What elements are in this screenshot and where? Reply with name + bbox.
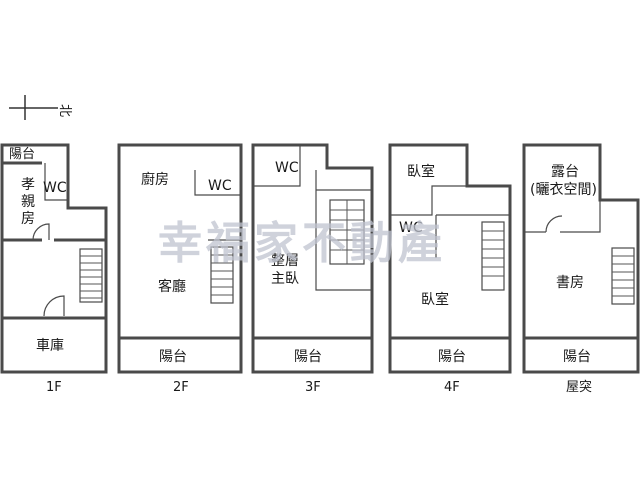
floor-4f-outline — [388, 143, 512, 374]
floor-4f-bedroom-label: 臥室 — [421, 291, 449, 308]
floor-3f-outline — [251, 143, 374, 374]
floor-4f-stair-room — [435, 214, 510, 258]
floor-4f-wc-label: WC — [399, 220, 423, 236]
floor-4f: 臥室 WC 臥室 陽台 4F — [388, 143, 512, 395]
floor-2f-balcony-label: 陽台 — [159, 349, 187, 365]
floor-2f: 廚房 WC 客廳 陽台 2F — [117, 143, 243, 395]
compass: 北 — [9, 95, 72, 120]
floor-3f-balcony-label: 陽台 — [294, 349, 322, 365]
floor-3f-master-label-line-1: 整層 — [271, 253, 299, 269]
floor-1f-balcony-label: 陽台 — [9, 147, 35, 162]
floor-3f-wc-wall — [253, 145, 301, 187]
floor-1f-filial-room-char-1: 孝 — [21, 177, 35, 193]
floor-roof-label: 屋突 — [566, 379, 592, 395]
floor-1f-filial-room-char-3: 房 — [21, 211, 35, 227]
watermark: 幸福家不動產 — [158, 218, 446, 269]
floor-4f-label: 4F — [444, 380, 460, 395]
floor-4f-inner-wall — [390, 185, 467, 216]
floor-roof-study-label: 書房 — [556, 275, 584, 291]
floor-2f-kitchen-label: 廚房 — [141, 171, 169, 188]
floor-3f-wc-label: WC — [275, 160, 299, 176]
floor-1f-door-arc — [32, 223, 50, 241]
floor-3f: WC 整層 主臥 陽台 3F — [251, 143, 374, 395]
floor-1f-label: 1F — [46, 380, 62, 395]
floor-roof-terrace-label-line-1: 露台 — [551, 164, 579, 180]
floor-3f-label: 3F — [305, 380, 321, 395]
floor-3f-master-label-line-2: 主臥 — [271, 271, 299, 287]
floor-roof-terrace-label-line-2: (曬衣空間) — [530, 182, 597, 198]
floor-roof-stairs — [611, 247, 635, 305]
compass-north-label: 北 — [57, 104, 72, 117]
floor-2f-stairs — [210, 246, 234, 304]
floor-2f-outline — [117, 143, 243, 374]
floor-1f-garage-label: 車庫 — [36, 337, 64, 354]
floor-roof: 露台 (曬衣空間) 書房 陽台 屋突 — [522, 143, 640, 395]
floor-1f-filial-room-char-2: 親 — [21, 194, 35, 210]
floor-4f-balcony-label: 陽台 — [438, 349, 466, 365]
floor-1f-stairs — [79, 248, 103, 303]
floor-2f-wc-wall — [194, 170, 241, 196]
floor-1f-wc-wall — [44, 163, 68, 201]
floor-3f-stair-room — [315, 170, 372, 291]
floor-2f-wc-label: WC — [208, 178, 232, 194]
floor-4f-bedroom-top-label: 臥室 — [407, 163, 435, 180]
floor-roof-outline — [522, 143, 640, 374]
floor-1f-outline — [0, 143, 108, 374]
floor-3f-stairs — [329, 199, 365, 265]
floor-2f-label: 2F — [173, 380, 189, 395]
floor-4f-stairs — [481, 221, 505, 291]
floor-1f-wc-label: WC — [43, 180, 67, 196]
floor-roof-balcony-label: 陽台 — [563, 349, 591, 365]
floor-roof-door-arc — [545, 215, 563, 233]
floor-1f-door-arc-b — [43, 295, 65, 317]
floor-roof-terrace-wall — [524, 200, 601, 233]
floor-1f: 陽台 孝 親 房 WC 車庫 1F — [0, 143, 108, 395]
floor-2f-living-label: 客廳 — [158, 278, 186, 295]
